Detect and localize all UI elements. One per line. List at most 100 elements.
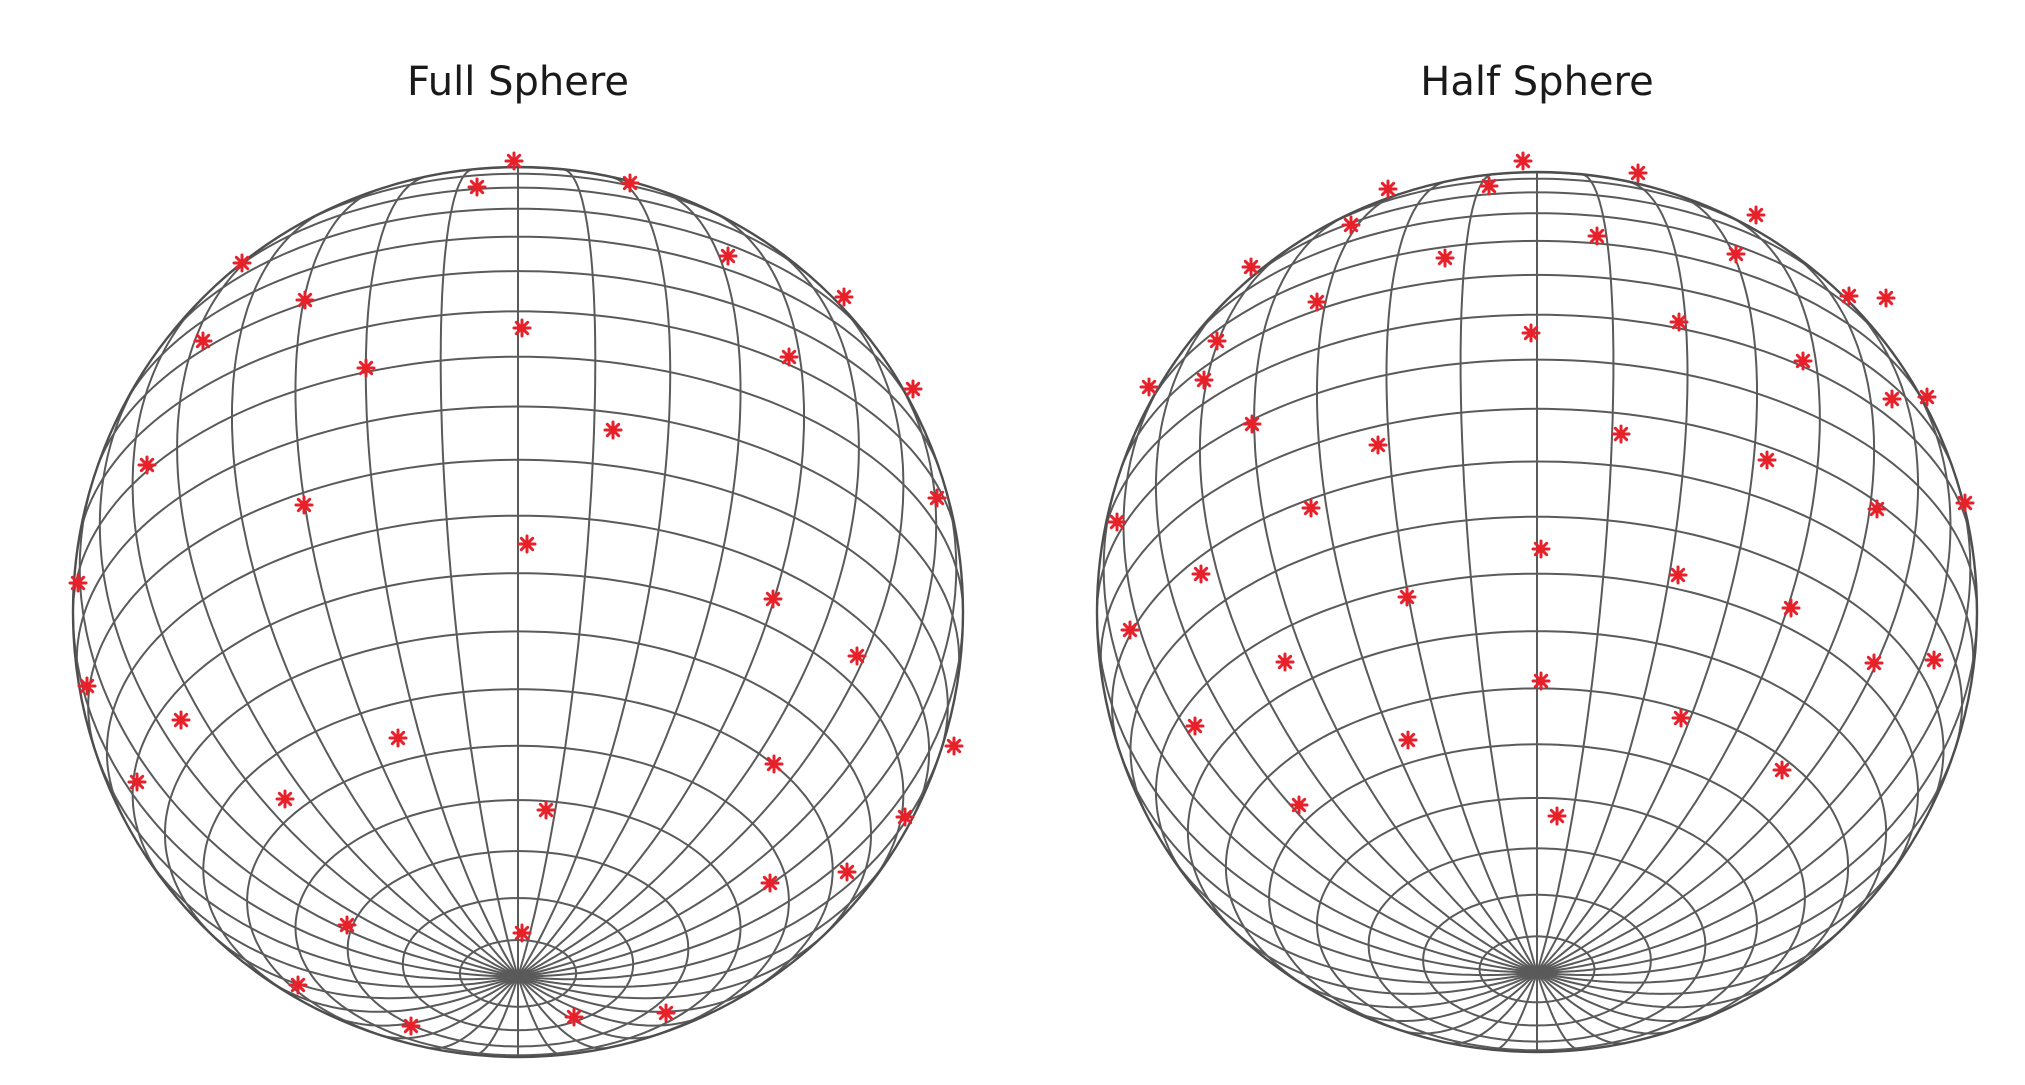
sample-point-marker: [401, 1016, 421, 1036]
longitude-line: [1316, 193, 1538, 974]
sample-point-marker: [1757, 450, 1777, 470]
longitude-line: [78, 486, 519, 978]
sample-point-marker: [1864, 653, 1884, 673]
sample-point-marker: [1547, 806, 1567, 826]
latitude-line: [1096, 358, 1538, 606]
latitude-line: [1099, 407, 1538, 679]
longitude-line: [1536, 375, 1952, 974]
longitude-line: [98, 373, 519, 978]
sample-point-marker: [137, 455, 157, 475]
longitude-line: [1536, 972, 1581, 1051]
longitude-line: [1536, 851, 1907, 984]
sample-point-marker: [1531, 539, 1551, 559]
sample-point-marker: [1289, 795, 1309, 815]
longitude-line: [1536, 215, 1821, 974]
longitude-line: [1537, 611, 1978, 974]
latitude-line: [165, 207, 519, 341]
latitude-line: [75, 405, 519, 680]
sample-point-marker: [504, 151, 524, 171]
latitude-line: [202, 688, 518, 995]
sample-point-marker: [1924, 650, 1944, 670]
half-sphere-panel: Half Sphere: [1095, 59, 1979, 1054]
sample-point-marker: [620, 173, 640, 193]
sample-point-marker: [1867, 499, 1887, 519]
sample-point-marker: [1839, 286, 1859, 306]
longitude-line: [1536, 741, 1959, 977]
latitude-line: [1536, 407, 1975, 679]
longitude-line: [517, 742, 945, 981]
latitude-line: [72, 355, 518, 606]
longitude-line: [473, 976, 519, 1056]
sample-point-marker: [764, 754, 784, 774]
longitude-line: [439, 168, 519, 977]
latitude-line: [517, 186, 815, 281]
longitude-line: [1253, 215, 1538, 974]
sample-point-marker: [275, 789, 295, 809]
full-sphere-title: Full Sphere: [407, 59, 629, 105]
sample-point-marker: [834, 287, 854, 307]
sample-point-marker: [127, 772, 147, 792]
latitude-line: [1536, 273, 1954, 469]
latitude-line: [1537, 191, 1831, 285]
sample-point-marker: [337, 915, 357, 935]
sample-point-marker: [356, 358, 376, 378]
longitude-line: [91, 742, 519, 981]
sample-point-marker: [944, 736, 964, 756]
longitude-line: [1154, 301, 1538, 974]
sample-point-marker: [779, 347, 799, 367]
longitude-line: [1536, 971, 1673, 1035]
latitude-line: [517, 630, 873, 941]
longitude-line: [517, 245, 860, 978]
longitude-line: [1167, 851, 1538, 984]
latitude-line: [87, 458, 519, 752]
sample-point-marker: [763, 589, 783, 609]
longitude-line: [1448, 971, 1538, 1045]
longitude-line: [1289, 971, 1538, 1009]
longitude-line: [517, 854, 892, 988]
sample-point-marker: [718, 246, 738, 266]
latitude-line: [1537, 572, 1920, 877]
longitude-line: [518, 611, 964, 978]
sample-point-marker: [1194, 370, 1214, 390]
sample-point-marker: [564, 1007, 584, 1027]
sample-point-marker: [512, 923, 532, 943]
sample-point-marker: [1668, 565, 1688, 585]
sample-point-marker: [1521, 323, 1541, 343]
latitude-line: [1154, 572, 1537, 877]
sample-point-marker: [1781, 598, 1801, 618]
sample-point-marker: [517, 534, 537, 554]
longitude-line: [1385, 180, 1538, 973]
sample-point-marker: [1479, 176, 1499, 196]
latitude-line: [1120, 273, 1538, 469]
sample-point-marker: [895, 807, 915, 827]
latitude-line: [1110, 460, 1538, 750]
latitude-line: [1536, 460, 1964, 750]
latitude-line: [1129, 515, 1537, 817]
longitude-line: [517, 297, 905, 978]
sample-point-marker: [294, 495, 314, 515]
latitude-line: [1188, 212, 1538, 344]
sample-point-marker: [1671, 708, 1691, 728]
sample-point-marker: [1341, 215, 1361, 235]
longitude-line: [517, 486, 958, 978]
longitude-line: [517, 211, 805, 978]
sample-point-marker: [1378, 179, 1398, 199]
longitude-line: [1536, 971, 1727, 1022]
sample-point-marker: [1746, 205, 1766, 225]
sample-point-marker: [1611, 424, 1631, 444]
sample-point-marker: [837, 862, 857, 882]
sample-point-marker: [171, 710, 191, 730]
sample-point-marker: [1368, 435, 1388, 455]
latitude-line: [517, 744, 790, 1043]
longitude-line: [1536, 487, 1972, 974]
longitude-line: [1493, 972, 1538, 1051]
latitude-line: [517, 572, 905, 880]
sample-point-marker: [1772, 760, 1792, 780]
sample-point-marker: [1531, 671, 1551, 691]
longitude-line: [1536, 971, 1626, 1045]
latitude-line: [105, 514, 519, 819]
latitude-line: [517, 405, 961, 680]
latitude-line: [517, 458, 949, 752]
sample-point-marker: [1955, 493, 1975, 513]
